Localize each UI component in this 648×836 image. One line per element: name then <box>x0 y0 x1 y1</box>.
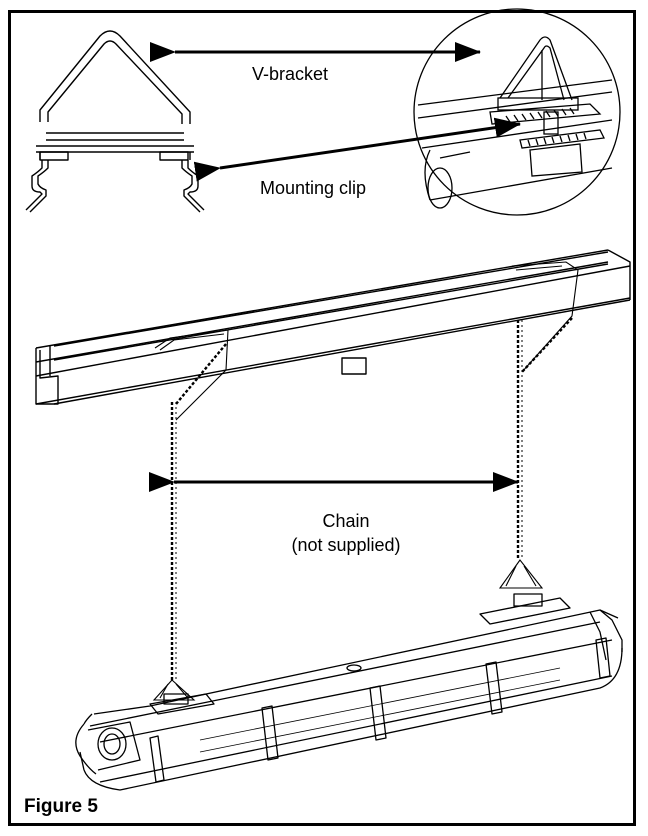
detail-circle <box>413 8 621 216</box>
mounting-clip-arrow <box>193 117 521 182</box>
light-fixture <box>75 593 623 791</box>
chain-note-label: (not supplied) <box>291 535 400 555</box>
chains <box>152 261 579 701</box>
channel-rail <box>35 249 631 405</box>
v-bracket-drawing <box>25 30 205 213</box>
figure-caption: Figure 5 <box>24 796 98 817</box>
v-bracket-label: V-bracket <box>252 64 328 84</box>
mounting-clip-label: Mounting clip <box>260 178 366 198</box>
chain-label: Chain <box>322 511 369 531</box>
